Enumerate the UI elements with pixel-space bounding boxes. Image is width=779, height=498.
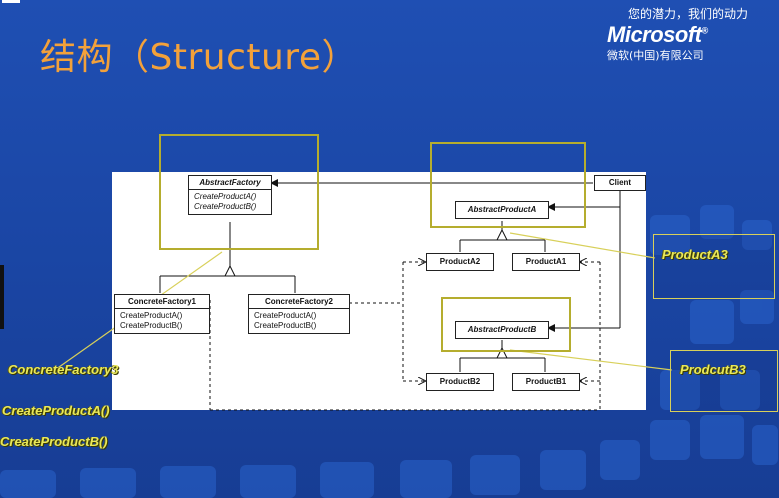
class-operations: CreateProductA() CreateProductB(): [249, 309, 349, 333]
operation: CreateProductB(): [120, 321, 183, 330]
class-product-b2: ProductB2: [426, 373, 494, 391]
class-operations: CreateProductA() CreateProductB(): [115, 309, 209, 333]
class-name: ConcreteFactory2: [249, 295, 349, 309]
operation: CreateProductA(): [254, 311, 317, 320]
operation: CreateProductA(): [194, 192, 257, 201]
class-product-a1: ProductA1: [512, 253, 580, 271]
class-operations: CreateProductA() CreateProductB(): [189, 190, 271, 214]
callout-product-a3: [653, 234, 775, 299]
logo-registered-mark: ®: [701, 25, 709, 36]
class-abstract-product-a: AbstractProductA: [455, 201, 549, 219]
class-name: AbstractFactory: [189, 176, 271, 190]
annotation-product-b3: ProdcutB3: [680, 362, 746, 377]
operation: CreateProductB(): [254, 321, 317, 330]
slide-title: 结构（Structure）: [40, 37, 358, 78]
annotation-concrete-factory3: ConcreteFactory3: [8, 362, 119, 377]
class-abstract-product-b: AbstractProductB: [455, 321, 549, 339]
left-edge-bar: [0, 265, 4, 329]
class-abstract-factory: AbstractFactory CreateProductA() CreateP…: [188, 175, 272, 215]
class-name: ConcreteFactory1: [115, 295, 209, 309]
class-product-b1: ProductB1: [512, 373, 580, 391]
operation: CreateProductA(): [120, 311, 183, 320]
annotation-create-product-b: CreateProductB(): [0, 434, 108, 449]
class-concrete-factory1: ConcreteFactory1 CreateProductA() Create…: [114, 294, 210, 334]
callout-product-b3: [670, 350, 778, 412]
highlight-abstract-product-a: [430, 142, 586, 228]
highlight-abstract-factory: [159, 134, 319, 250]
highlight-abstract-product-b: [441, 297, 571, 352]
slogan: 您的潜力，我们的动力: [628, 7, 749, 21]
logo-text: Microsoft: [607, 22, 702, 47]
company-name: 微软(中国)有限公司: [607, 49, 704, 62]
class-concrete-factory2: ConcreteFactory2 CreateProductA() Create…: [248, 294, 350, 334]
corner-mark: [2, 0, 20, 3]
class-client: Client: [594, 175, 646, 191]
microsoft-logo: Microsoft®: [607, 22, 708, 48]
operation: CreateProductB(): [194, 202, 257, 211]
annotation-create-product-a: CreateProductA(): [2, 403, 110, 418]
annotation-product-a3: ProductA3: [662, 247, 728, 262]
class-product-a2: ProductA2: [426, 253, 494, 271]
